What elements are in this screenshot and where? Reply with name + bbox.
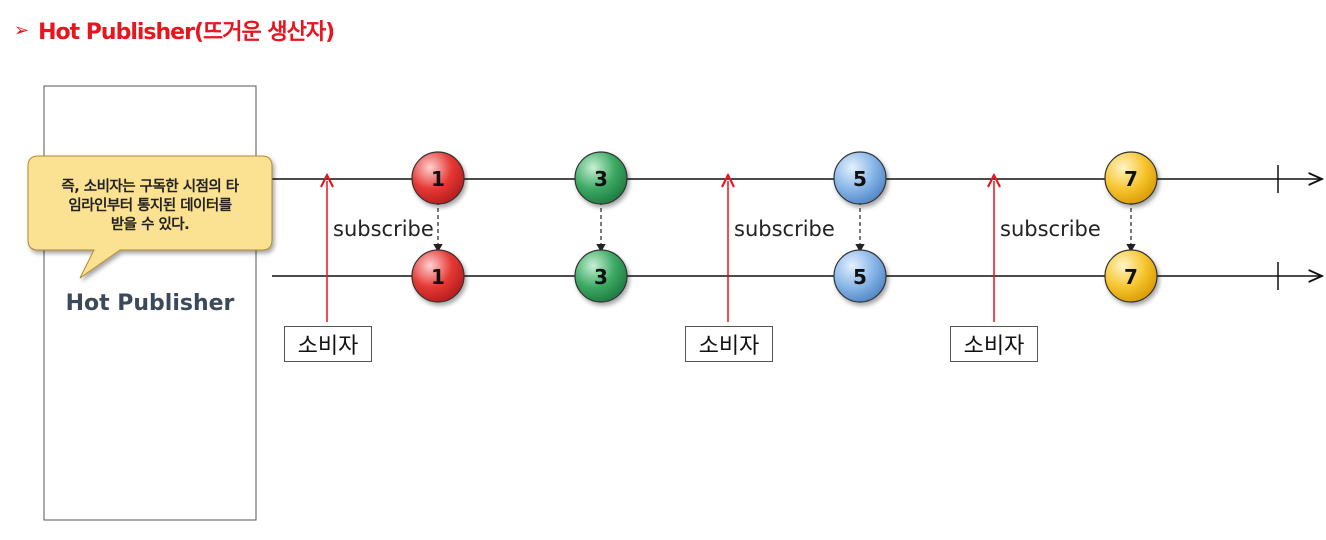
- marble-top-5-label: 5: [853, 167, 867, 191]
- callout-bubble: [27, 155, 273, 279]
- marble-top-3: 3: [574, 151, 628, 205]
- marble-bottom-3-label: 3: [594, 265, 608, 289]
- marble-bottom-5: 5: [833, 249, 887, 303]
- marble-top-1: 1: [411, 151, 465, 205]
- marble-bottom-5-label: 5: [853, 265, 867, 289]
- marble-bottom-7-label: 7: [1124, 265, 1138, 289]
- marble-top-5: 5: [833, 151, 887, 205]
- publisher-label: Hot Publisher: [66, 291, 235, 316]
- marble-bottom-3: 3: [574, 249, 628, 303]
- bullet-arrow-icon: ➢: [14, 19, 29, 41]
- marble-bottom-1: 1: [411, 249, 465, 303]
- subscribe-label-2: subscribe: [734, 217, 835, 241]
- page-title-text: Hot Publisher(뜨거운 생산자): [38, 20, 335, 45]
- callout-text: 즉, 소비자는 구독한 시점의 타 임라인부터 통지된 데이터를 받을 수 있다…: [61, 178, 239, 233]
- marble-top-3-label: 3: [594, 167, 608, 191]
- marble-bottom-7: 7: [1104, 249, 1158, 303]
- marble-top-7-label: 7: [1124, 167, 1138, 191]
- consumer-box-1: 소비자: [284, 326, 372, 362]
- marble-top-1-label: 1: [431, 167, 445, 191]
- page-title: ➢ Hot Publisher(뜨거운 생산자): [14, 10, 335, 50]
- subscribe-label-1: subscribe: [333, 217, 434, 241]
- subscribe-label-3: subscribe: [1000, 217, 1101, 241]
- marble-top-7: 7: [1104, 151, 1158, 205]
- consumer-box-3: 소비자: [950, 326, 1038, 362]
- marble-bottom-1-label: 1: [431, 265, 445, 289]
- consumer-box-2: 소비자: [685, 326, 773, 362]
